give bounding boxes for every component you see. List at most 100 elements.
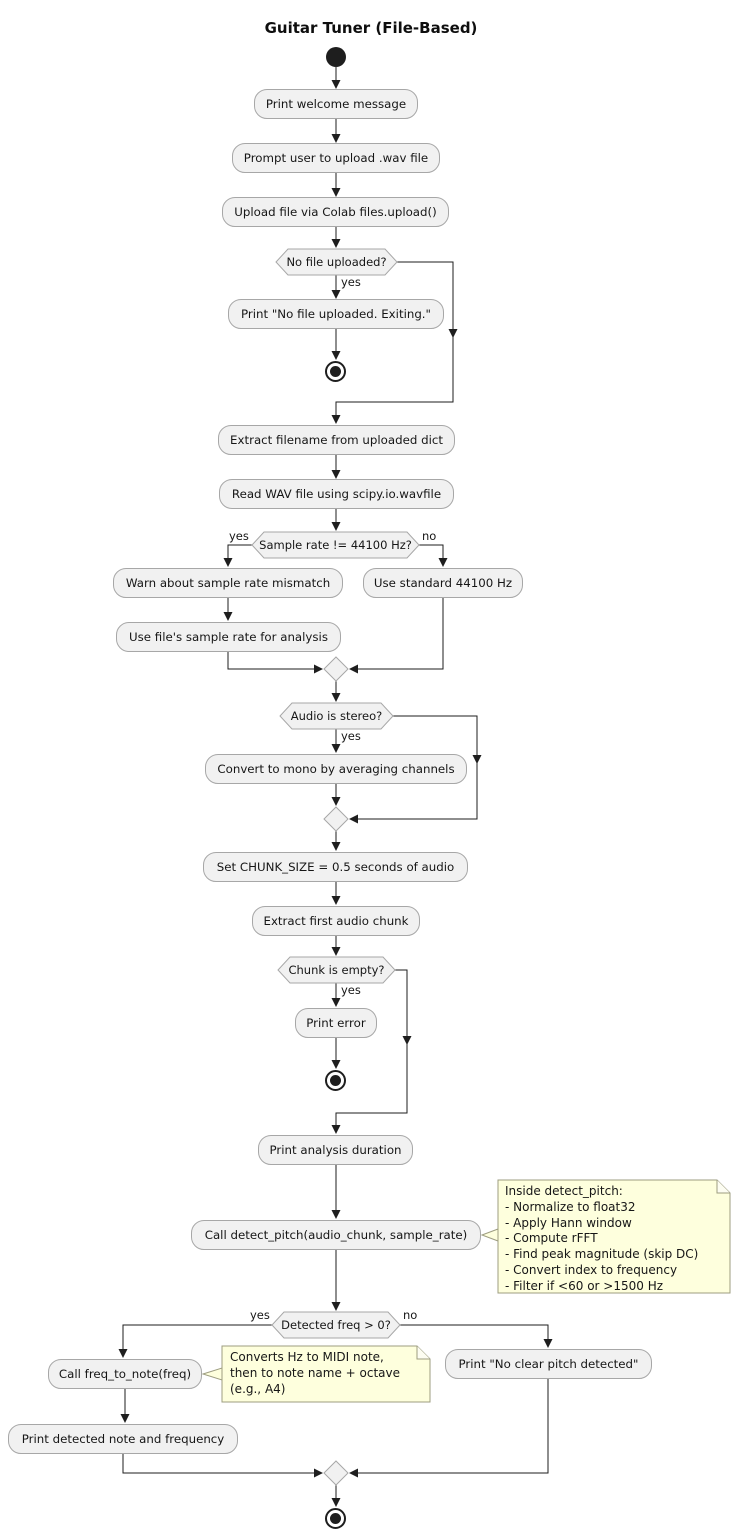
activity-upload-colab: Upload file via Colab files.upload() — [222, 197, 449, 227]
note-line: then to note name + octave — [230, 1365, 401, 1380]
branch-label-yes: yes — [341, 729, 361, 743]
arrow-down — [223, 612, 233, 621]
branch-label-no: no — [403, 1308, 418, 1322]
note-line: - Find peak magnitude (skip DC) — [505, 1247, 699, 1262]
arrow-down — [331, 290, 341, 299]
decision-no-file-label: No file uploaded? — [286, 255, 387, 269]
note-line: - Filter if <60 or >1500 Hz — [505, 1278, 664, 1293]
arrow-down — [331, 522, 341, 531]
edge-stereo-bypass — [350, 715, 478, 820]
edge-freq-no — [400, 1324, 549, 1347]
arrow-down — [331, 1060, 341, 1069]
branch-label-no: no — [422, 529, 437, 543]
note-line: (e.g., A4) — [230, 1381, 286, 1396]
arrow-down — [331, 188, 341, 197]
arrow-down — [331, 134, 341, 143]
note-detect-pitch: Inside detect_pitch: - Normalize to floa… — [505, 1184, 698, 1295]
edge-freq-yes — [122, 1324, 272, 1357]
activity-convert-mono: Convert to mono by averaging channels — [205, 754, 467, 784]
activity-extract-filename: Extract filename from uploaded dict — [218, 425, 455, 455]
activity-set-chunk: Set CHUNK_SIZE = 0.5 seconds of audio — [203, 852, 468, 882]
merge-diamond — [323, 656, 349, 682]
end-node-dot — [330, 1513, 341, 1524]
note-line: - Normalize to float32 — [505, 1199, 636, 1214]
flow-edges — [122, 67, 549, 1506]
arrow-down — [331, 239, 341, 248]
note-line: - Apply Hann window — [505, 1215, 632, 1230]
arrow-down — [331, 947, 341, 956]
note-pointer — [480, 1228, 499, 1242]
hexagon-detected-freq — [271, 1311, 401, 1339]
activity-use-file-rate: Use file's sample rate for analysis — [116, 622, 341, 652]
diagram-title: Guitar Tuner (File-Based) — [264, 19, 478, 37]
activity-print-no-pitch: Print "No clear pitch detected" — [445, 1349, 652, 1379]
branch-label-yes: yes — [229, 529, 249, 543]
arrow-left — [349, 814, 358, 824]
arrow-right — [314, 664, 323, 674]
arrow-down — [331, 1210, 341, 1219]
branch-label-yes: yes — [341, 275, 361, 289]
start-node-icon — [326, 47, 346, 67]
hexagon-stereo — [279, 702, 394, 730]
note-line: - Convert index to frequency — [505, 1262, 678, 1277]
arrow-down — [331, 693, 341, 702]
end-node-dot — [330, 1075, 341, 1086]
arrow-left — [349, 1468, 358, 1478]
arrow-down — [331, 998, 341, 1007]
edge — [122, 1454, 322, 1474]
arrow-down — [331, 1125, 341, 1134]
decision-shapes — [251, 248, 420, 1486]
activity-warn-mismatch: Warn about sample rate mismatch — [113, 568, 343, 598]
activity-print-no-file: Print "No file uploaded. Exiting." — [228, 299, 444, 329]
arrow-down — [223, 558, 233, 567]
arrow-down — [331, 415, 341, 424]
note-body — [221, 1345, 431, 1403]
arrow-down — [331, 470, 341, 479]
note-line: - Compute rFFT — [505, 1231, 598, 1246]
arrow-down — [331, 842, 341, 851]
arrow-down — [331, 80, 341, 89]
activity-call-detect: Call detect_pitch(audio_chunk, sample_ra… — [191, 1220, 481, 1250]
activity-use-standard: Use standard 44100 Hz — [363, 568, 523, 598]
decision-chunk-empty-label: Chunk is empty? — [288, 963, 385, 977]
arrow-down — [438, 558, 448, 567]
arrow-down — [472, 755, 482, 764]
edge — [350, 1379, 549, 1474]
edge — [350, 598, 444, 670]
note-body — [497, 1179, 731, 1294]
arrow-down — [331, 1498, 341, 1507]
activity-extract-chunk: Extract first audio chunk — [252, 906, 420, 936]
arrow-down — [402, 1036, 412, 1045]
activity-print-welcome: Print welcome message — [254, 89, 418, 119]
activity-call-freq-to-note: Call freq_to_note(freq) — [48, 1359, 202, 1389]
arrow-down — [331, 351, 341, 360]
decision-detected-freq-label: Detected freq > 0? — [281, 1318, 391, 1332]
activity-print-error: Print error — [295, 1008, 377, 1038]
activity-print-duration: Print analysis duration — [258, 1135, 413, 1165]
arrowheads — [118, 80, 553, 1507]
activity-read-wav: Read WAV file using scipy.io.wavfile — [219, 479, 454, 509]
note-shapes — [201, 1179, 731, 1403]
merge-diamond — [323, 1460, 349, 1486]
edge-samplerate-yes — [227, 544, 252, 566]
end-node-dot — [330, 366, 341, 377]
hexagon-no-file — [275, 248, 398, 276]
activity-print-note-freq: Print detected note and frequency — [8, 1424, 238, 1454]
arrow-down — [331, 896, 341, 905]
arrow-left — [349, 664, 358, 674]
edge-samplerate-no — [419, 544, 444, 566]
end-node-icon — [325, 1508, 346, 1529]
arrow-down — [118, 1349, 128, 1358]
edge-chunk-bypass — [335, 969, 408, 1133]
note-line: Converts Hz to MIDI note, — [230, 1350, 384, 1364]
branch-label-yes: yes — [250, 1308, 270, 1322]
decision-sample-rate-label: Sample rate != 44100 Hz? — [259, 538, 412, 552]
hexagon-sample-rate — [251, 531, 420, 559]
branch-label-yes: yes — [341, 983, 361, 997]
arrow-right — [314, 1468, 323, 1478]
decision-stereo-label: Audio is stereo? — [290, 709, 383, 723]
note-fold — [716, 1180, 730, 1194]
arrow-down — [448, 329, 458, 338]
edge-no-file-bypass — [335, 261, 454, 423]
